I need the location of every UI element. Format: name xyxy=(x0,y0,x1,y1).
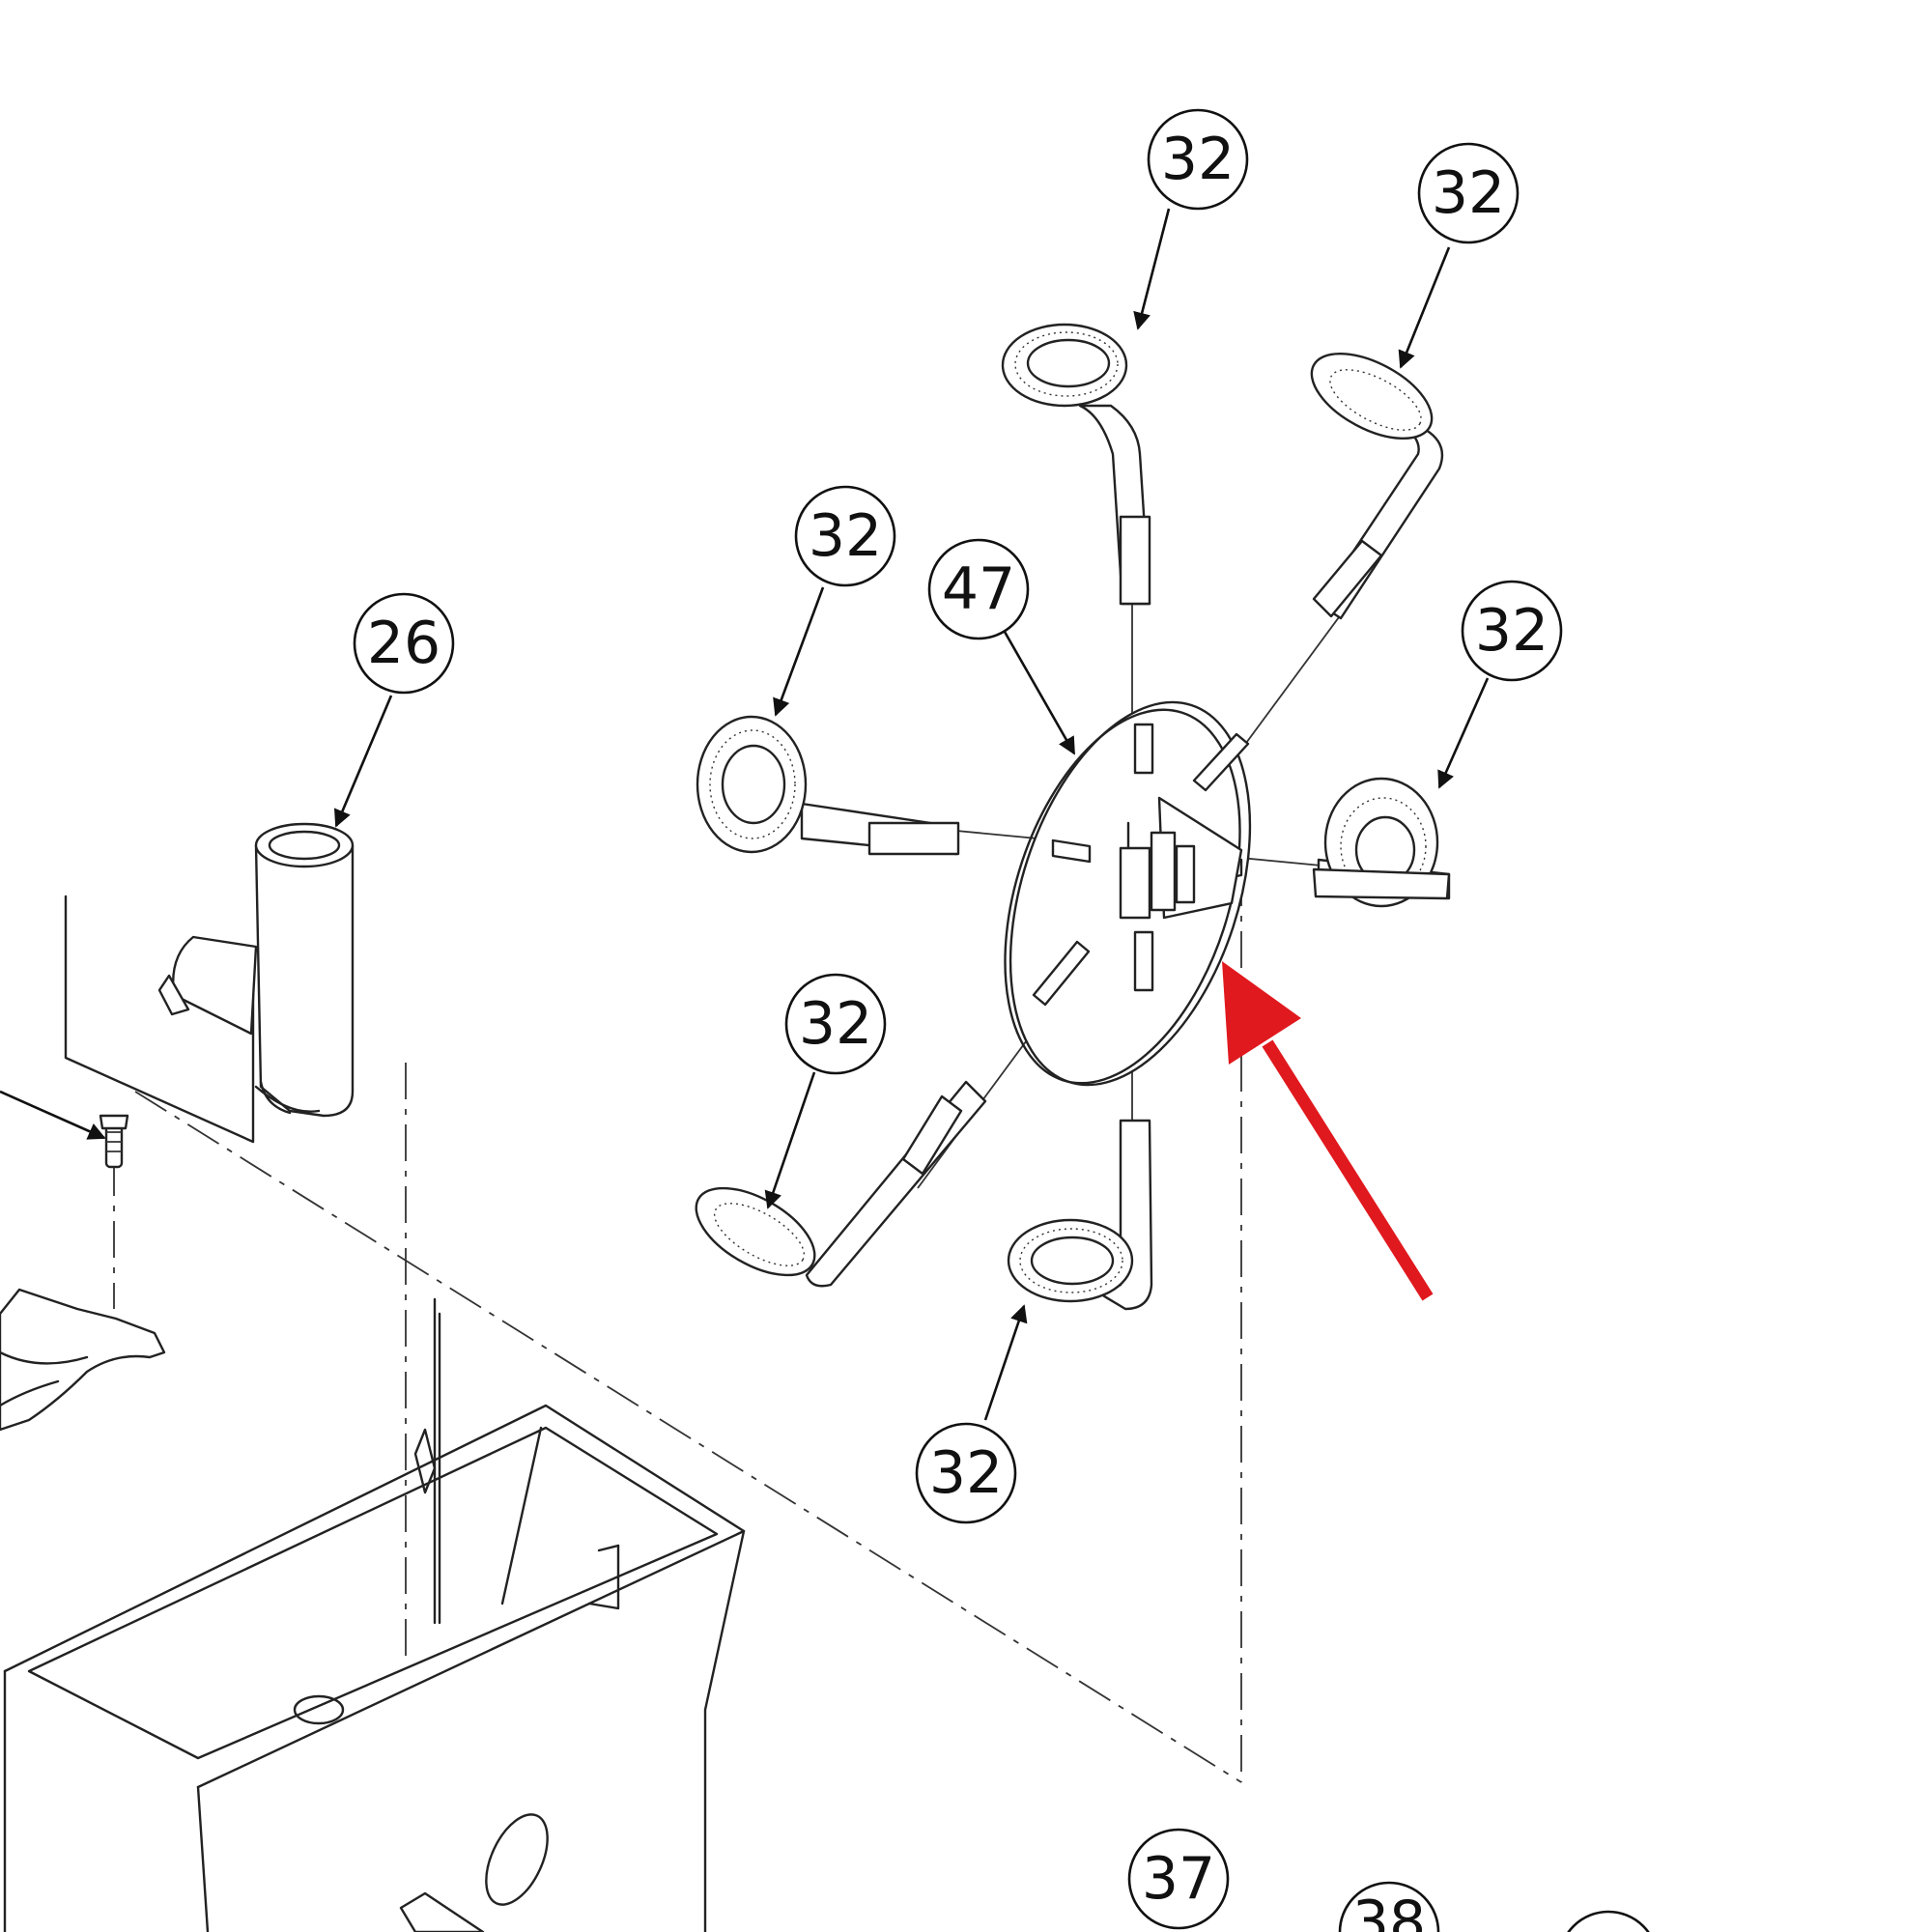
housing-box xyxy=(3,1297,746,1932)
callout-32-top: 32 xyxy=(1147,108,1249,211)
callout-label: 32 xyxy=(809,502,882,570)
callout-label: 32 xyxy=(929,1439,1003,1507)
arm-part-32-lower-left xyxy=(695,1080,987,1288)
assembly-centerlines xyxy=(113,502,1363,1783)
clip-bracket xyxy=(0,1288,166,1432)
callout-32-left: 32 xyxy=(794,485,896,587)
callout-label: 32 xyxy=(1475,597,1548,665)
arm-part-32-left xyxy=(696,715,960,856)
screw-fastener xyxy=(99,1114,129,1169)
callout-label: 38 xyxy=(1352,1889,1426,1932)
arm-part-32-bottom xyxy=(1007,1119,1153,1311)
arm-part-32-right xyxy=(1312,777,1451,908)
callout-32-bottom: 32 xyxy=(915,1422,1017,1524)
callout-partial xyxy=(1567,1910,1650,1932)
callout-label: 32 xyxy=(1432,159,1505,227)
arm-part-32-top xyxy=(1001,323,1151,606)
callout-label: 32 xyxy=(1161,126,1235,193)
callout-label: 37 xyxy=(1142,1845,1215,1913)
callout-label: 32 xyxy=(799,990,872,1058)
callout-label: 26 xyxy=(367,610,440,677)
arm-part-32-top-right xyxy=(1310,352,1444,620)
leader-lines xyxy=(0,208,1490,1421)
callout-32-top-right: 32 xyxy=(1417,142,1520,244)
callout-label: 47 xyxy=(942,555,1015,623)
callout-47: 47 xyxy=(927,538,1030,640)
callout-32-lower-left: 32 xyxy=(784,973,887,1075)
callout-32-right: 32 xyxy=(1461,580,1563,682)
red-highlight-arrow xyxy=(1222,961,1434,1301)
elbow-fitting-part-26 xyxy=(64,822,355,1144)
hub-disk-part-47 xyxy=(1004,700,1252,1087)
callout-26: 26 xyxy=(353,592,455,695)
callout-37: 37 xyxy=(1127,1828,1230,1930)
callout-38: 38 xyxy=(1338,1881,1440,1932)
